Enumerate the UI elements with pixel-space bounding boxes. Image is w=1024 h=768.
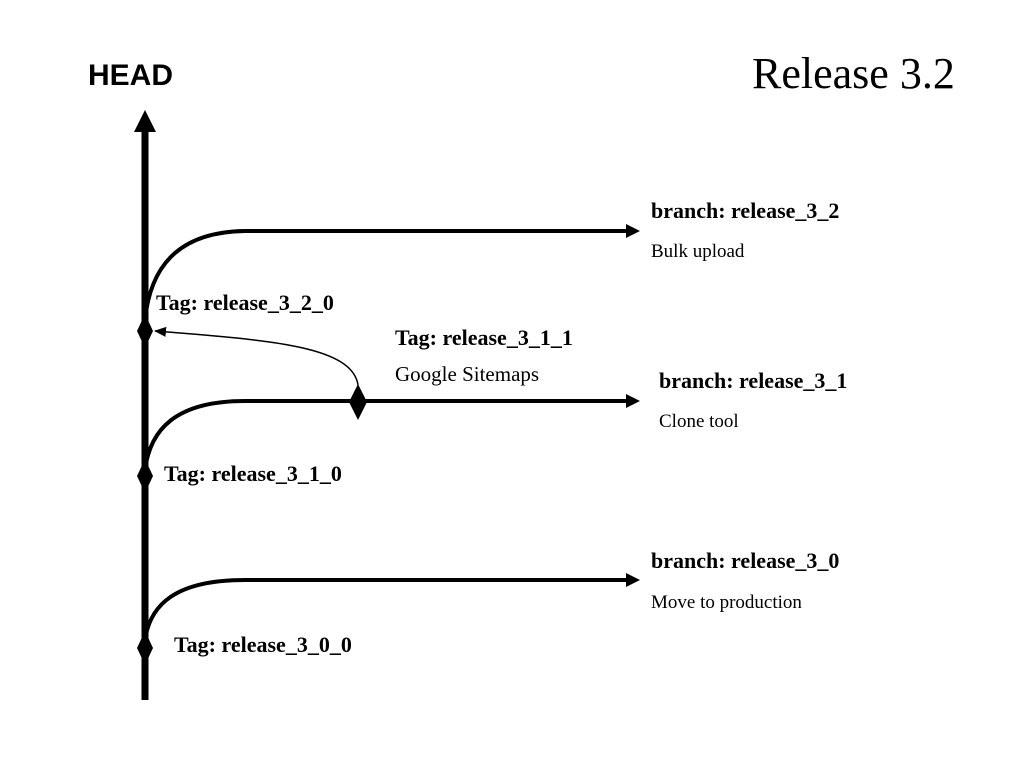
tag-marker-release-3-0-0	[137, 631, 153, 665]
branch-release-3-2-line	[143, 229, 628, 321]
branch-label-release-3-1: branch: release_3_1	[659, 368, 848, 393]
tag-marker-release-3-1-1	[349, 384, 367, 420]
trunk-arrowhead	[134, 110, 156, 132]
branch-label-release-3-0: branch: release_3_0	[651, 548, 840, 573]
branch-desc-release-3-1: Clone tool	[659, 411, 739, 432]
branch-release-3-1-line	[143, 399, 628, 471]
branch-label-release-3-2: branch: release_3_2	[651, 198, 840, 223]
tag-label-release-3-1-0: Tag: release_3_1_0	[164, 461, 342, 486]
branch-release-3-0-line	[143, 578, 628, 641]
branch-desc-release-3-2: Bulk upload	[651, 241, 745, 262]
branch-release-3-1-arrowhead	[626, 394, 640, 408]
page-title: Release 3.2	[752, 49, 955, 98]
tag-marker-release-3-1-0	[137, 459, 153, 493]
tag-marker-release-3-2-0	[137, 314, 153, 348]
branch-desc-release-3-0: Move to production	[651, 592, 802, 613]
branch-release-3-0-arrowhead	[626, 573, 640, 587]
tag-label-release-3-1-1: Tag: release_3_1_1	[395, 325, 573, 350]
tag-label-release-3-0-0: Tag: release_3_0_0	[174, 632, 352, 657]
tag-note-release-3-1-1: Google Sitemaps	[395, 362, 540, 386]
head-label: HEAD	[88, 59, 174, 92]
branch-release-3-2-arrowhead	[626, 224, 640, 238]
tag-label-release-3-2-0: Tag: release_3_2_0	[156, 290, 334, 315]
merge-arrow	[154, 326, 359, 386]
